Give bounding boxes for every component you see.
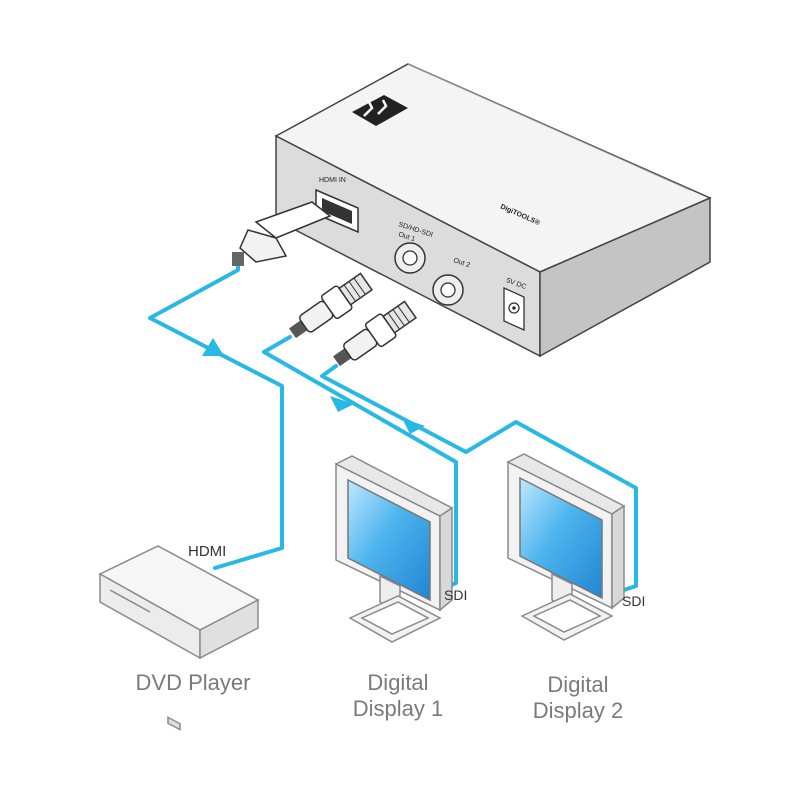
sdi-out2-port[interactable] xyxy=(432,274,464,306)
device-side xyxy=(539,196,711,358)
out2-label: Out 2 xyxy=(452,257,471,269)
display-1-label-line1: Digital xyxy=(367,670,428,695)
dvd-player xyxy=(98,545,260,731)
digital-display-1 xyxy=(334,455,454,643)
out1-label: Out 1 xyxy=(397,231,416,243)
kramer-logo xyxy=(352,95,408,126)
hdmi-connection-label: HDMI xyxy=(188,543,226,560)
bnc-plug-2 xyxy=(333,300,417,367)
display-1-screen xyxy=(347,478,431,602)
hdmi-plug xyxy=(232,201,332,266)
bnc-plug-1 xyxy=(289,272,373,339)
sdi2-arrow xyxy=(402,418,425,434)
hdmi-arrow xyxy=(202,338,224,356)
display-2-label-line2: Display 2 xyxy=(533,698,623,723)
sdi-cable-2 xyxy=(320,364,638,594)
sdi1-arrow xyxy=(330,396,354,412)
hdmi-in-label: HDMI IN xyxy=(319,177,346,184)
dvd-player-label: DVD Player xyxy=(136,670,251,695)
digital-display-2 xyxy=(506,453,626,641)
sdi1-connection-label: SDI xyxy=(444,587,467,603)
sdi2-connection-label: SDI xyxy=(622,593,645,609)
converter-device: DigiTOOLS® HDMI IN SD/HD-SDI Out 1 Out 2… xyxy=(274,63,712,358)
display-2-label-line1: Digital xyxy=(547,672,608,697)
signal-arrows xyxy=(202,338,425,434)
display-1-label-line2: Display 1 xyxy=(353,696,443,721)
power-jack[interactable] xyxy=(503,286,525,332)
sdi-out1-port[interactable] xyxy=(394,242,426,274)
hdmi-cable xyxy=(148,261,284,570)
display-2-screen xyxy=(519,476,603,600)
